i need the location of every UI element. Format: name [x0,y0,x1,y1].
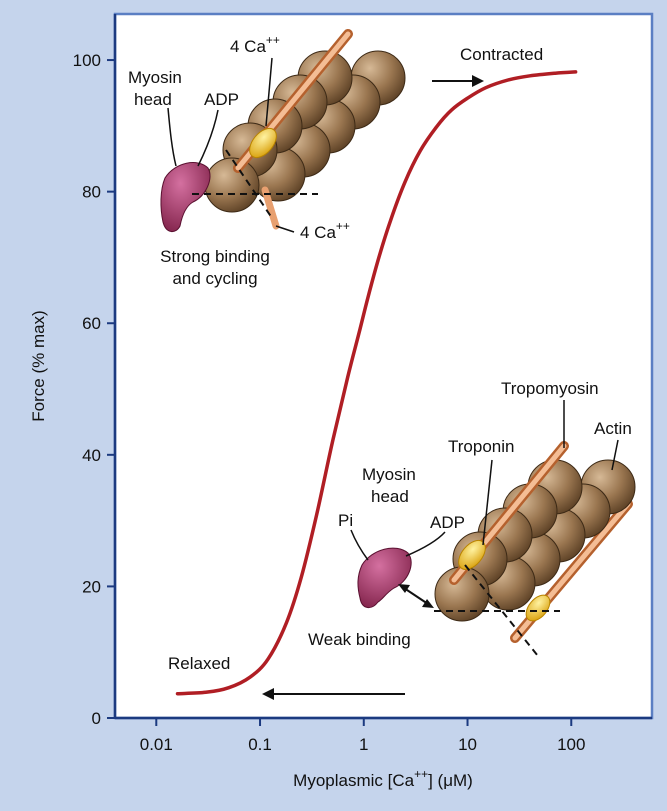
troponin-bottom-lower [525,594,551,622]
troponin-top [249,127,277,159]
y-tick-label: 20 [82,577,101,596]
x-axis-label: Myoplasmic [Ca++] (μM) [293,767,473,790]
actin-filament-top [204,50,406,213]
strong-binding-label-line2: and cycling [172,269,257,288]
pi-label: Pi [338,511,353,530]
myosin-head-top [160,162,211,232]
weak-binding-arrow-head-start [398,584,410,593]
myosin-head-bottom [357,547,412,608]
adp-bottom-pointer [405,531,446,557]
tropomyosin-label: Tropomyosin [501,379,599,398]
actin-filament-bottom [434,459,636,622]
top-myosin-head-label-line1: Myosin [128,68,182,87]
troponin-pointer [482,459,493,546]
weak-binding-arrow-head-end [422,599,434,608]
x-axis-ticks: 0.01 0.1 1 10 100 [140,718,585,754]
y-tick-label: 0 [92,709,101,728]
x-tick-label: 1 [359,735,368,754]
y-tick-label: 80 [82,183,101,202]
pi-pointer [350,529,369,561]
x-tick-label: 0.1 [248,735,272,754]
adp-top-pointer [197,109,219,167]
tropomyosin-strand-top-lower [261,186,280,230]
y-tick-label: 40 [82,446,101,465]
top-ca-lower-label: 4 Ca++ [300,219,350,242]
bottom-adp-label: ADP [430,513,465,532]
actin-pointer [611,439,619,471]
y-tick-label: 60 [82,314,101,333]
top-myosin-head-label-line2: head [134,90,172,109]
bottom-myosin-head-label-line1: Myosin [362,465,416,484]
y-axis-ticks: 0 20 40 60 80 100 [73,51,115,728]
bottom-myosin-head-label-line2: head [371,487,409,506]
actin-label: Actin [594,419,632,438]
relaxed-label: Relaxed [168,654,230,673]
force-curve-line [175,70,578,696]
y-tick-label: 100 [73,51,101,70]
weak-binding-arrow [403,587,429,605]
contracted-arrow-head [472,75,484,87]
contracted-label: Contracted [460,45,543,64]
x-tick-label: 0.01 [140,735,173,754]
top-adp-label: ADP [204,90,239,109]
myosin-head-top-pointer [167,107,177,167]
troponin-label: Troponin [448,437,514,456]
plot-panel [113,12,654,720]
ca-upper-pointer [265,57,273,127]
strong-binding-label-line1: Strong binding [160,247,270,266]
relaxed-arrow-head [262,688,274,700]
top-ca-upper-label: 4 Ca++ [230,33,280,56]
ca-lower-pointer [275,225,295,233]
x-tick-label: 10 [458,735,477,754]
y-axis-label: Force (% max) [29,310,48,421]
binding-dash-bottom-diagonal [464,564,539,657]
x-tick-label: 100 [557,735,585,754]
binding-dash-top-diagonal [225,149,273,219]
weak-binding-label: Weak binding [308,630,411,649]
